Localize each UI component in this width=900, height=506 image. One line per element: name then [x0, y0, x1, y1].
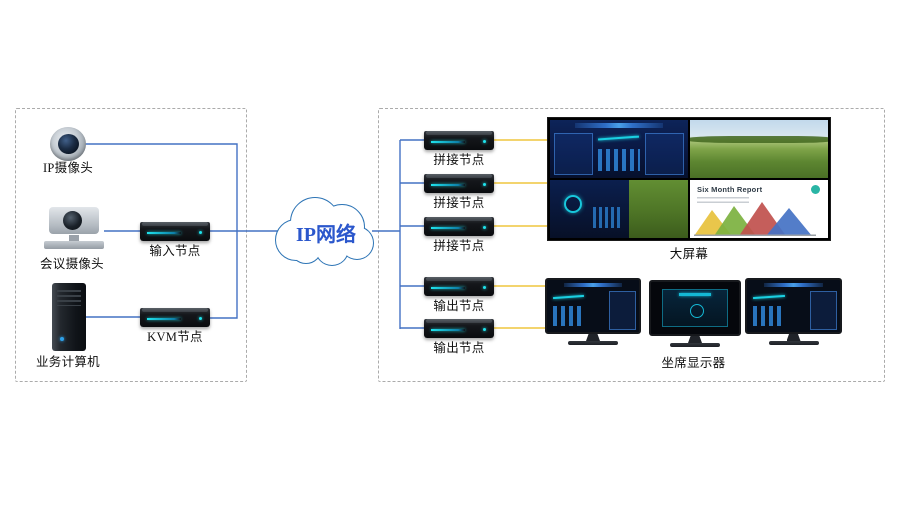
dashboard-bar-chart	[752, 306, 785, 326]
conference-camera-icon	[42, 203, 106, 255]
monitor-base	[670, 343, 720, 347]
dashboard-header-bar	[763, 282, 824, 288]
power-led	[199, 231, 202, 234]
ip-network-cloud: IP网络	[275, 197, 374, 266]
monitor-base	[768, 341, 819, 345]
dashboard-window	[661, 289, 729, 327]
left-group-box	[15, 108, 247, 382]
output-node-label-1: 输出节点	[433, 299, 485, 313]
input-node-label: 输入节点	[149, 244, 201, 258]
dashboard-header-bar	[574, 122, 664, 129]
power-led	[483, 328, 486, 331]
kvm-node-device	[140, 308, 210, 327]
seat-monitor-3	[745, 278, 842, 345]
seat-monitor-2	[649, 280, 741, 347]
power-led	[199, 317, 202, 320]
dashboard-panel-right	[644, 132, 684, 176]
seat-monitors-label: 坐席显示器	[661, 356, 726, 370]
wall-screen-landscape-2	[550, 180, 688, 238]
dashboard-line-chart	[598, 135, 640, 141]
monitor-stand	[688, 336, 702, 343]
wall-screen-report: Six Month Report	[690, 180, 828, 238]
ip-camera-label: IP摄像头	[42, 161, 94, 175]
splice-node-device-3	[424, 217, 494, 236]
dashboard-header-bar	[563, 282, 623, 288]
conference-camera-label: 会议摄像头	[39, 257, 104, 271]
ip-camera-icon	[50, 127, 86, 161]
dashboard-bar-chart	[598, 149, 640, 172]
camera-base	[44, 241, 104, 249]
camera-lens	[63, 211, 82, 230]
dashboard-panel-right	[609, 291, 637, 330]
report-text-lines	[697, 197, 749, 205]
wall-screen-dashboard	[550, 120, 688, 178]
dashboard-line-chart	[552, 294, 584, 299]
splice-node-device-2	[424, 174, 494, 193]
splice-node-label-3: 拼接节点	[433, 239, 485, 253]
splice-node-label-2: 拼接节点	[433, 196, 485, 210]
cloud-label: IP网络	[296, 222, 356, 246]
business-pc-label: 业务计算机	[35, 355, 100, 369]
wall-screen-landscape	[690, 120, 828, 178]
power-led	[483, 183, 486, 186]
right-group-box	[378, 108, 885, 382]
seat-monitor-1	[545, 278, 641, 345]
monitor-screen	[545, 278, 641, 334]
report-title: Six Month Report	[697, 185, 763, 194]
output-node-label-2: 输出节点	[433, 341, 485, 355]
monitor-stand	[786, 334, 801, 341]
input-node-device	[140, 222, 210, 241]
report-chart	[694, 202, 816, 236]
dashboard-panel-right	[810, 291, 838, 330]
monitor-screen	[649, 280, 741, 336]
dashboard-bar-chart	[552, 306, 584, 326]
power-led	[483, 286, 486, 289]
output-node-device-1	[424, 277, 494, 296]
monitor-base	[568, 341, 618, 345]
output-node-device-2	[424, 319, 494, 338]
monitor-stand	[586, 334, 600, 341]
splice-node-label-1: 拼接节点	[433, 153, 485, 167]
splice-node-device-1	[424, 131, 494, 150]
business-pc-icon	[52, 283, 86, 351]
dashboard-overlay	[550, 180, 629, 238]
video-wall: Six Month Report	[548, 118, 830, 240]
report-logo-icon	[811, 185, 820, 194]
kvm-node-label: KVM节点	[147, 330, 203, 344]
camera-neck	[69, 235, 79, 242]
power-led	[483, 226, 486, 229]
monitor-screen	[745, 278, 842, 334]
dashboard-line-chart	[752, 294, 785, 299]
power-led	[483, 140, 486, 143]
dashboard-panel-left	[554, 132, 594, 176]
big-screen-label: 大屏幕	[669, 247, 709, 261]
